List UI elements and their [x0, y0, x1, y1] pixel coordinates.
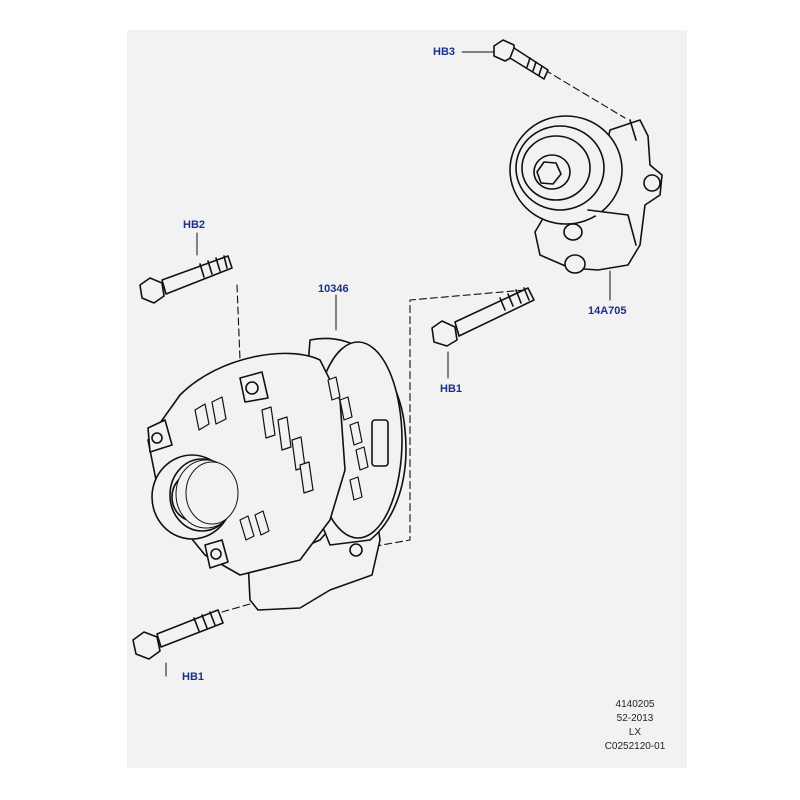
- callout-hb1-lower: HB1: [182, 671, 205, 683]
- tensioner-assembly: [509, 115, 663, 274]
- bolt-hb1-upper: [431, 287, 535, 347]
- callout-hb2: HB2: [183, 219, 206, 231]
- alternator-body: [147, 337, 407, 611]
- bolt-hb1-lower: [132, 609, 224, 660]
- callout-14a705: 14A705: [588, 305, 627, 317]
- bolt-hb2: [139, 255, 233, 304]
- stamp-line-4: C0252120-01: [604, 741, 666, 752]
- callout-hb3: HB3: [433, 46, 456, 58]
- drawing-stamp: 4140205 52-2013 LX C0252120-01: [590, 698, 680, 754]
- callout-10346: 10346: [318, 283, 349, 295]
- callout-leaders: [165, 51, 611, 677]
- stamp-line-3: LX: [628, 727, 642, 738]
- stamp-line-1: 4140205: [615, 699, 655, 710]
- bolt-hb3: [493, 39, 549, 80]
- stamp-line-2: 52-2013: [616, 713, 654, 724]
- callout-hb1-upper: HB1: [440, 383, 463, 395]
